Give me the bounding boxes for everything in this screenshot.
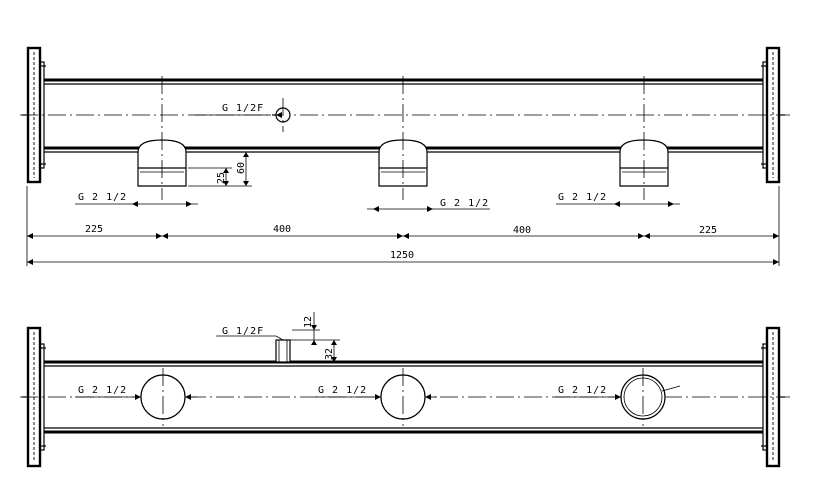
- label-port-side: G 1/2F: [222, 326, 264, 337]
- outlet-mid: [378, 76, 428, 200]
- dim-port-offset: 12: [303, 316, 314, 328]
- label-outlet-mid: G 2 1/2: [440, 198, 489, 209]
- label-side-outlet-left: G 2 1/2: [78, 385, 127, 396]
- label-outlet-right: G 2 1/2: [558, 192, 607, 203]
- dim-seg3: 400: [513, 225, 531, 236]
- label-outlet-left: G 2 1/2: [78, 192, 127, 203]
- outlet-left: [137, 76, 187, 200]
- label-side-outlet-right: G 2 1/2: [558, 385, 607, 396]
- dim-seg2: 400: [273, 224, 291, 235]
- side-view: G 1/2F 32 12 G 2 1/2 G 2 1/2: [20, 312, 790, 468]
- dim-port-height: 32: [324, 348, 335, 360]
- outlet-right: [619, 76, 669, 200]
- label-port-top: G 1/2F: [222, 103, 264, 114]
- dim-outlet-height: 60: [236, 162, 247, 174]
- dim-total: 1250: [390, 250, 414, 261]
- port-boss: [275, 339, 291, 363]
- label-side-outlet-mid: G 2 1/2: [318, 385, 367, 396]
- dim-thread-height: 25: [216, 172, 227, 184]
- dim-seg1: 225: [85, 224, 103, 235]
- dim-seg4: 225: [699, 225, 717, 236]
- front-view: G 1/2F 60 25: [20, 46, 790, 266]
